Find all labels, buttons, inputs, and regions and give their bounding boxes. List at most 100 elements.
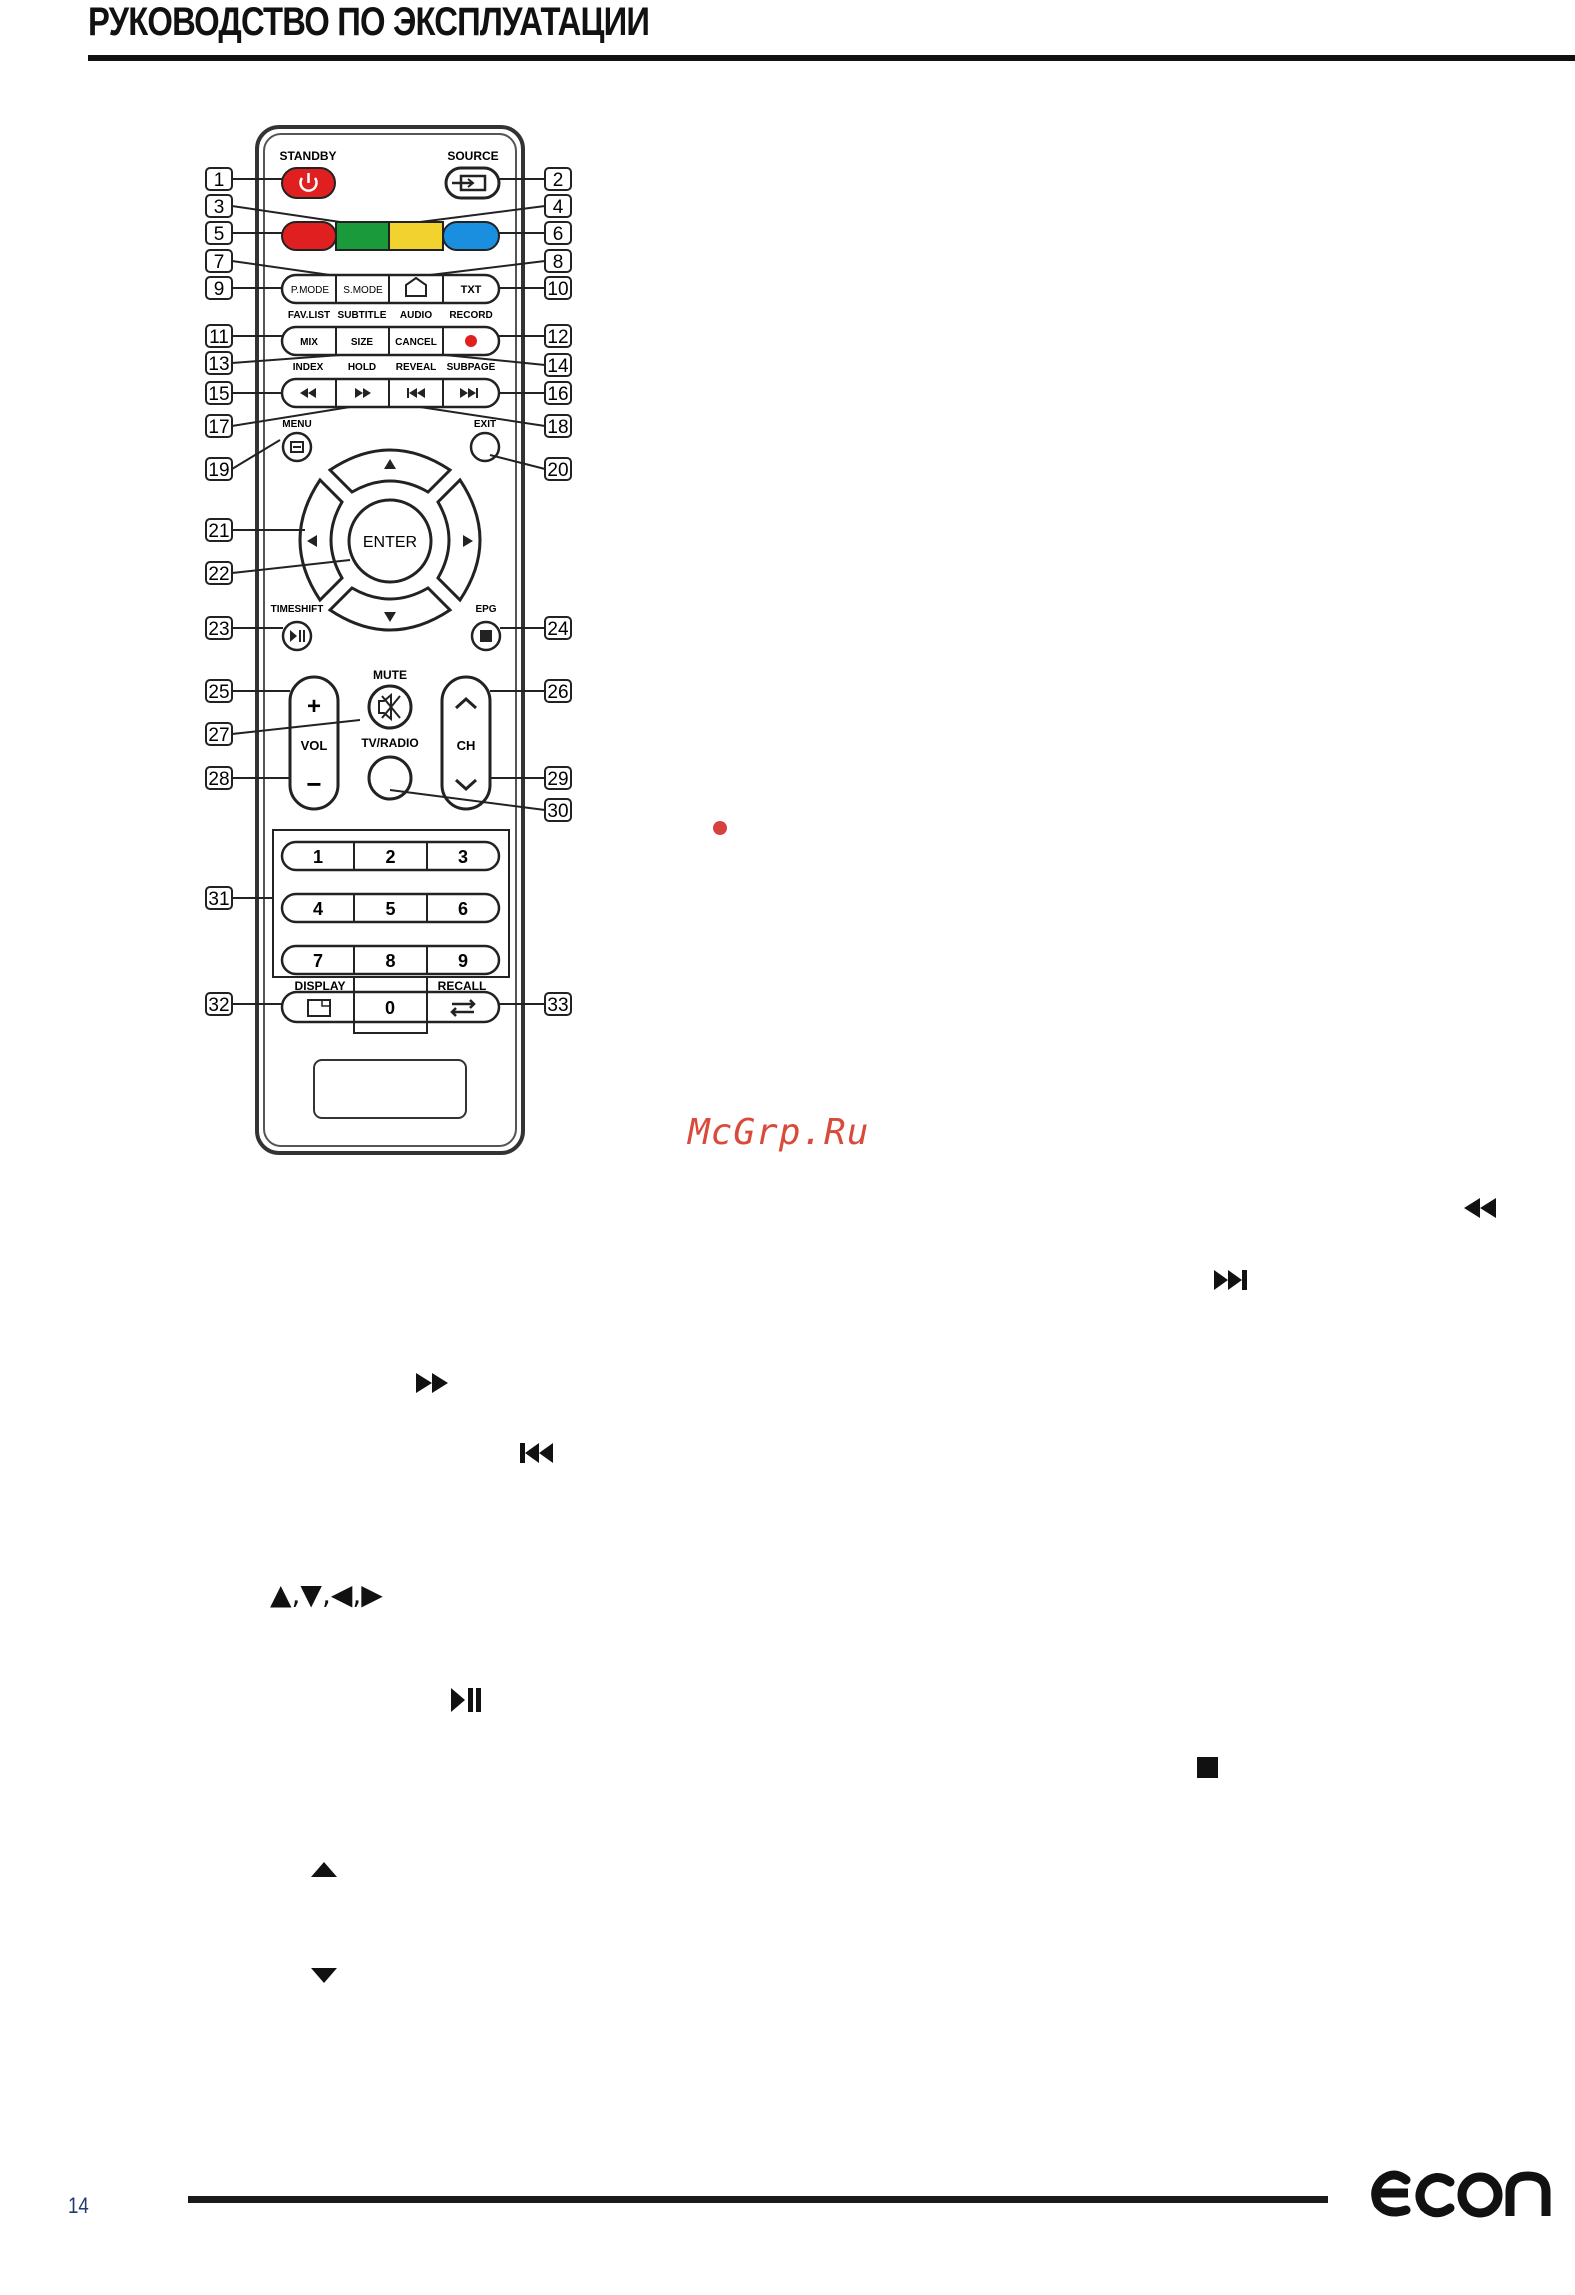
source-label: SOURCE	[447, 149, 498, 163]
rewind-icon	[1464, 1198, 1496, 1218]
menu-icon	[290, 441, 304, 453]
callout-number: 30	[547, 801, 568, 822]
callout-number: 19	[208, 460, 229, 481]
record-icon[interactable]	[465, 335, 477, 347]
callout-number: 17	[208, 417, 229, 438]
digit-4-button[interactable]: 4	[313, 899, 323, 919]
pmode-button[interactable]: P.MODE	[291, 285, 329, 296]
digit-8-button[interactable]: 8	[385, 951, 395, 971]
callout-number: 33	[547, 995, 568, 1016]
remote-previous-icon[interactable]	[407, 388, 425, 398]
callout-number: 25	[208, 682, 229, 703]
callout-3: 3	[205, 194, 341, 223]
standby-button[interactable]	[281, 167, 336, 199]
callout-26: 26	[490, 679, 572, 703]
callout-32: 32	[205, 992, 282, 1016]
green-button[interactable]	[335, 221, 390, 251]
up-triangle-icon	[384, 459, 396, 469]
callout-number: 15	[208, 384, 229, 405]
right-triangle-icon	[463, 535, 473, 547]
play-pause-icon	[451, 1688, 481, 1712]
arrows-combo-icon: ▲,▼,◀,▶	[270, 1578, 383, 1611]
enter-button[interactable]	[347, 498, 433, 584]
numeric-keypad: 1 2 3 4 5 6 7 8 9	[280, 840, 501, 976]
blue-button[interactable]	[442, 221, 500, 251]
callout-29: 29	[490, 766, 572, 790]
remote-next-icon[interactable]	[460, 388, 478, 398]
volume-rocker[interactable]	[288, 675, 340, 811]
recall-button[interactable]	[450, 999, 476, 1017]
brand-logo	[1371, 2170, 1551, 2218]
stop-icon	[1197, 1757, 1218, 1778]
index-label: INDEX	[293, 362, 324, 373]
callout-27: 27	[205, 719, 361, 746]
callout-18: 18	[419, 406, 572, 438]
callout-number: 13	[208, 354, 229, 375]
footer-rule	[188, 2196, 1328, 2203]
callout-12: 12	[499, 324, 572, 348]
red-button[interactable]	[281, 221, 337, 251]
callout-number: 26	[547, 682, 568, 703]
callout-number: 2	[553, 170, 564, 191]
digit-0-button[interactable]: 0	[385, 998, 395, 1018]
home-icon[interactable]	[405, 276, 427, 297]
yellow-button[interactable]	[388, 221, 444, 251]
channel-down-icon	[454, 778, 478, 792]
callout-number: 9	[214, 279, 225, 300]
digit-7-button[interactable]: 7	[313, 951, 323, 971]
exit-button[interactable]	[469, 431, 501, 463]
tvradio-button[interactable]	[367, 755, 413, 801]
dpad-up-button[interactable]	[327, 448, 453, 494]
remote-fast-forward-icon[interactable]	[355, 388, 371, 398]
callout-30: 30	[389, 789, 572, 822]
mute-button[interactable]	[367, 684, 413, 730]
callout-15: 15	[205, 381, 282, 405]
digit-1-button[interactable]: 1	[313, 847, 323, 867]
display-label: DISPLAY	[295, 979, 346, 993]
remote-rewind-icon[interactable]	[300, 388, 316, 398]
fast-forward-icon	[416, 1373, 448, 1393]
channel-rocker[interactable]	[440, 675, 492, 811]
digit-6-button[interactable]: 6	[458, 899, 468, 919]
smode-button[interactable]: S.MODE	[343, 285, 383, 296]
callout-14: 14	[444, 353, 572, 377]
callout-2: 2	[499, 167, 572, 191]
page-title: РУКОВОДСТВО ПО ЭКСПЛУАТАЦИИ	[88, 0, 650, 44]
callout-9: 9	[205, 276, 282, 300]
dpad-right-button[interactable]	[436, 477, 482, 603]
callout-number: 18	[547, 417, 568, 438]
cancel-button[interactable]: CANCEL	[395, 337, 437, 348]
red-dot-mark	[713, 821, 727, 835]
mix-button[interactable]: MIX	[300, 337, 318, 348]
callout-33: 33	[499, 992, 572, 1016]
ch-label: CH	[457, 738, 476, 753]
callout-21: 21	[205, 518, 305, 542]
epg-label: EPG	[475, 604, 496, 615]
dpad-left-button[interactable]	[298, 477, 344, 603]
callout-28: 28	[205, 766, 290, 790]
dpad: ENTER	[298, 448, 482, 632]
previous-track-icon	[520, 1443, 553, 1463]
source-button[interactable]	[444, 166, 501, 200]
size-button[interactable]: SIZE	[351, 337, 374, 348]
volume-minus-icon: −	[306, 769, 321, 799]
txt-button[interactable]: TXT	[461, 284, 482, 296]
display-button[interactable]	[307, 999, 331, 1017]
standby-label: STANDBY	[279, 149, 336, 163]
timeshift-button[interactable]	[281, 620, 313, 652]
menu-button[interactable]	[281, 431, 313, 463]
callout-5: 5	[205, 221, 282, 245]
callout-24: 24	[500, 616, 572, 640]
page-number: 14	[68, 2193, 89, 2218]
digit-5-button[interactable]: 5	[385, 899, 395, 919]
epg-stop-button[interactable]	[470, 620, 502, 652]
callout-number: 27	[208, 725, 229, 746]
dpad-down-button[interactable]	[327, 586, 453, 632]
watermark: McGrp.Ru	[688, 1112, 870, 1153]
digit-9-button[interactable]: 9	[458, 951, 468, 971]
mute-label: MUTE	[373, 668, 407, 682]
digit-3-button[interactable]: 3	[458, 847, 468, 867]
digit-2-button[interactable]: 2	[385, 847, 395, 867]
left-triangle-icon	[307, 535, 317, 547]
callout-number: 3	[214, 197, 225, 218]
